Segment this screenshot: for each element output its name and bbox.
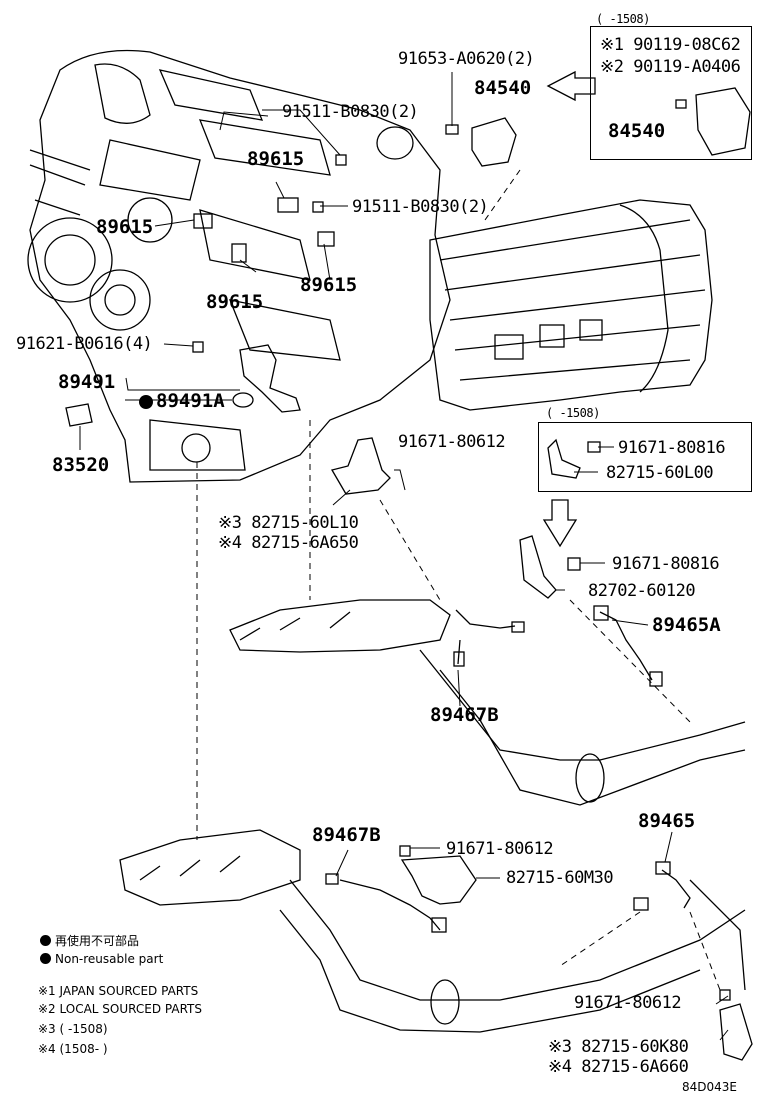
sensor-shapes [65, 87, 751, 427]
label-89467b-upper: 89467B [430, 704, 499, 726]
label-84540: 84540 [474, 77, 532, 99]
label-82715-60l10: ※3 82715-60L10 [218, 513, 359, 533]
label-89465a: 89465A [652, 614, 721, 636]
label-89491a: 89491A [156, 390, 225, 412]
label-91511-b0830-a: 91511-B0830(2) [282, 102, 419, 122]
box-mid-line1: 91671-80816 [618, 438, 726, 458]
dashed-reference-lines [196, 169, 721, 991]
arrow-icon [546, 70, 596, 102]
legend-jp: 再使用不可部品 [40, 932, 139, 949]
label-91671-80816: 91671-80816 [612, 554, 720, 574]
leader-lines [79, 72, 729, 1041]
box-mid-header: ( -1508) [546, 406, 600, 420]
label-89615-d: 89615 [300, 274, 358, 296]
label-91671-80612-b: 91671-80612 [446, 839, 554, 859]
label-91653-a0620: 91653-A0620(2) [398, 49, 535, 69]
arrow-down-icon [542, 499, 578, 548]
legend-en-text: Non-reusable part [55, 952, 164, 966]
legend-en: Non-reusable part [40, 952, 163, 966]
non-reusable-marker [139, 395, 153, 409]
label-82715-60m30: 82715-60M30 [506, 868, 614, 888]
label-91511-b0830-b: 91511-B0830(2) [352, 197, 489, 217]
label-82715-6a660: ※4 82715-6A660 [548, 1057, 689, 1077]
bullet-icon [40, 953, 51, 964]
note-4: ※4 (1508- ) [38, 1042, 108, 1056]
label-82715-6a650: ※4 82715-6A650 [218, 533, 359, 553]
engine-drawing [27, 49, 451, 483]
label-89465: 89465 [638, 810, 696, 832]
note-1: ※1 JAPAN SOURCED PARTS [38, 984, 199, 998]
box-top-line1: ※1 90119-08C62 [600, 35, 741, 55]
exhaust-lower-drawing [119, 829, 746, 1033]
bracket-shapes [331, 437, 753, 1061]
variant-box-mid [538, 422, 752, 492]
transmission-drawing [429, 199, 713, 411]
bullet-icon [40, 935, 51, 946]
box-mid-line2: 82715-60L00 [606, 463, 714, 483]
label-89615-b: 89615 [96, 216, 154, 238]
variant-box-top [590, 26, 752, 160]
label-82702-60120: 82702-60120 [588, 581, 696, 601]
box-top-header: ( -1508) [596, 12, 650, 26]
label-89467b-lower: 89467B [312, 824, 381, 846]
box-top-part: 84540 [608, 120, 666, 142]
note-3: ※3 ( -1508) [38, 1022, 108, 1036]
note-2: ※2 LOCAL SOURCED PARTS [38, 1002, 202, 1016]
label-83520: 83520 [52, 454, 110, 476]
label-91671-80612-a: 91671-80612 [398, 432, 506, 452]
label-91671-80612-c: 91671-80612 [574, 993, 682, 1013]
label-82715-60k80: ※3 82715-60K80 [548, 1037, 689, 1057]
label-89615-a: 89615 [247, 148, 305, 170]
legend-jp-text: 再使用不可部品 [55, 934, 140, 948]
figure-code: 84D043E [682, 1080, 737, 1094]
label-91621-b0616: 91621-B0616(4) [16, 334, 153, 354]
label-89491: 89491 [58, 371, 116, 393]
label-89615-c: 89615 [206, 291, 264, 313]
box-top-line2: ※2 90119-A0406 [600, 57, 741, 77]
